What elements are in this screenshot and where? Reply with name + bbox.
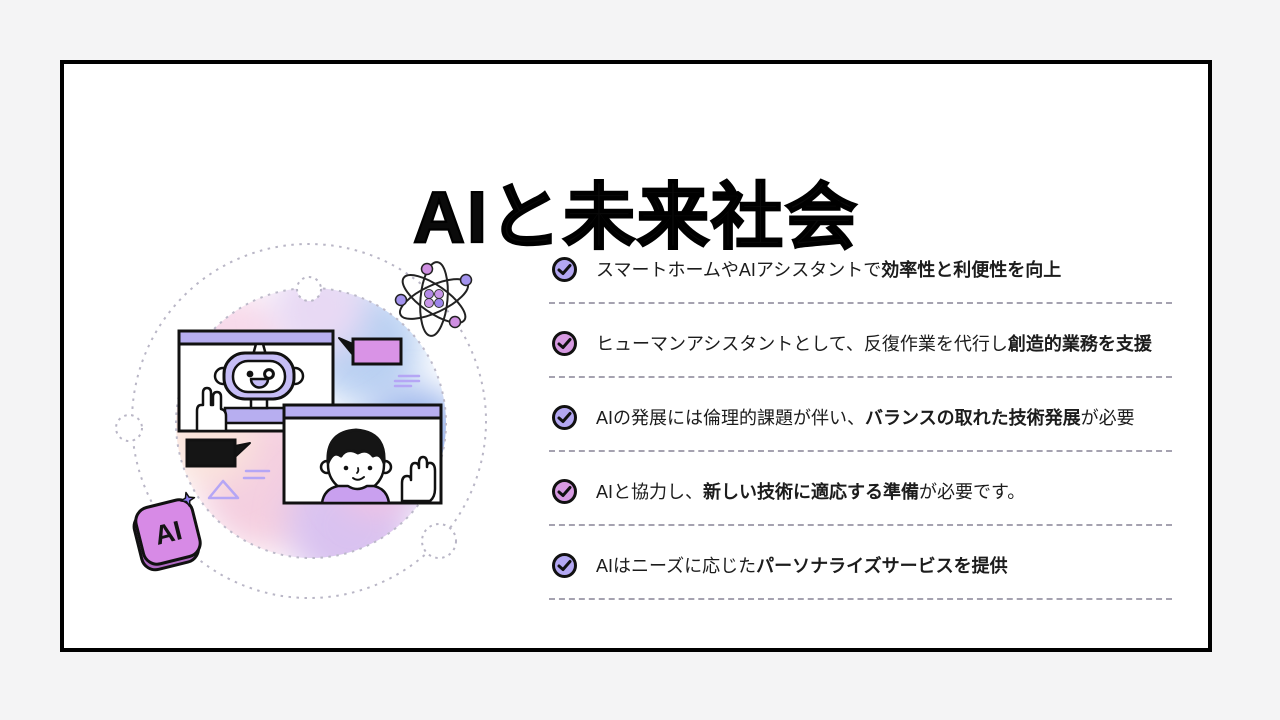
gradient-blob-outline <box>175 287 447 559</box>
bullet-text-bold: バランスの取れた技術発展 <box>865 407 1081 428</box>
page-title: AIと未来社会 <box>412 177 859 259</box>
bullet-text: ヒューマンアシスタントとして、反復作業を代行し創造的業務を支援 <box>596 331 1152 357</box>
waving-hand <box>400 455 437 503</box>
dashed-separator <box>549 302 1172 304</box>
bullet-text-pre: AIの発展には倫理的課題が伴い、 <box>596 407 866 428</box>
ai-chip-badge: AI <box>132 491 202 572</box>
ring-node-left <box>115 414 143 442</box>
triangle-decor <box>207 479 240 500</box>
check-circle-icon <box>552 405 577 430</box>
bullet-text: AIはニーズに応じたパーソナライズサービスを提供 <box>596 553 1008 579</box>
dashed-separator <box>549 598 1172 600</box>
person-avatar <box>319 428 393 505</box>
ai-illustration: AI <box>115 243 487 599</box>
bullet-list: スマートホームやAIアシスタントで効率性と利便性を向上 ヒューマンアシスタントと… <box>549 245 1173 615</box>
text-lines-decor-right <box>393 374 421 388</box>
bullet-text-bold: パーソナライズサービスを提供 <box>756 555 1008 576</box>
bullet-text-pre: AIはニーズに応じた <box>596 555 757 576</box>
bullet-item: AIの発展には倫理的課題が伴い、バランスの取れた技術発展が必要 <box>549 393 1173 467</box>
robot-window-titlebar <box>177 329 335 346</box>
atom-icon <box>394 261 473 337</box>
check-circle-icon <box>552 331 577 356</box>
check-circle-icon <box>552 479 577 504</box>
speech-bubble-pink <box>338 337 403 366</box>
bullet-text: スマートホームやAIアシスタントで効率性と利便性を向上 <box>596 257 1061 283</box>
check-circle-icon <box>552 257 577 282</box>
slide-card: AIと未来社会 <box>60 60 1212 652</box>
robot-hand <box>195 386 228 433</box>
dashed-separator <box>549 524 1172 526</box>
bullet-item: スマートホームやAIアシスタントで効率性と利便性を向上 <box>549 245 1173 319</box>
ring-node-bottom-right <box>421 523 457 559</box>
bullet-item: AIはニーズに応じたパーソナライズサービスを提供 <box>549 541 1173 615</box>
robot-face <box>213 342 305 401</box>
person-window <box>282 403 443 505</box>
bullet-text: AIと協力し、新しい技術に適応する準備が必要です。 <box>596 479 1025 505</box>
ring-node-top <box>296 276 322 302</box>
text-lines-decor-left <box>242 469 271 480</box>
speech-bubble-black <box>185 438 251 468</box>
bullet-text: AIの発展には倫理的課題が伴い、バランスの取れた技術発展が必要 <box>596 405 1135 431</box>
bullet-text-post: が必要です。 <box>919 481 1026 502</box>
bullet-text-bold: 創造的業務を支援 <box>1007 333 1152 354</box>
dashed-separator <box>549 450 1172 452</box>
bullet-text-pre: スマートホームやAIアシスタントで <box>596 259 882 280</box>
bullet-item: ヒューマンアシスタントとして、反復作業を代行し創造的業務を支援 <box>549 319 1173 393</box>
bullet-item: AIと協力し、新しい技術に適応する準備が必要です。 <box>549 467 1173 541</box>
bullet-text-pre: AIと協力し、 <box>596 481 704 502</box>
sparkle-icon <box>180 491 196 507</box>
dashed-separator <box>549 376 1172 378</box>
check-circle-icon <box>552 553 577 578</box>
bullet-text-bold: 効率性と利便性を向上 <box>881 259 1062 280</box>
person-window-titlebar <box>282 403 443 420</box>
bullet-text-bold: 新しい技術に適応する準備 <box>703 481 920 502</box>
bullet-text-pre: ヒューマンアシスタントとして、反復作業を代行し <box>596 333 1008 354</box>
bullet-text-post: が必要 <box>1080 407 1135 428</box>
dotted-orbit-ring <box>131 243 487 599</box>
